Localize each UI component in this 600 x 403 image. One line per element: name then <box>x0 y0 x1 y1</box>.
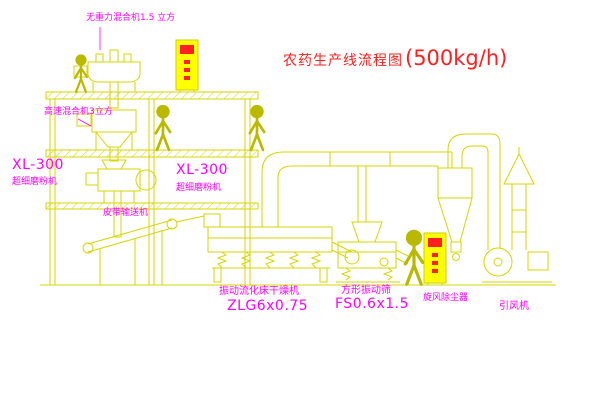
label-screen-name: 方形振动筛 <box>341 285 391 296</box>
label-high-speed-mixer: 高速混合机3立方 <box>44 107 113 117</box>
exhaust-stack <box>503 147 535 250</box>
diagram-title-text: 农药生产线流程图 <box>283 53 403 69</box>
exhaust-duct <box>261 151 453 227</box>
diagram-title: 农药生产线流程图 (500kg/h) <box>283 46 507 70</box>
high-speed-mixer <box>76 109 137 162</box>
induced-draft-fan <box>482 247 552 283</box>
label-mill-center-name: 超细磨粉机 <box>176 183 222 193</box>
worker-figure-2 <box>154 104 172 152</box>
cyclone-separator <box>437 133 501 261</box>
diagram-title-capacity: (500kg/h) <box>405 46 508 70</box>
label-dryer-name: 振动流化床干燥机 <box>219 286 299 297</box>
label-mill-left-name: 超细磨粉机 <box>12 177 58 187</box>
label-leader-lines <box>77 27 101 127</box>
label-mill-center-model: XL-300 <box>176 162 228 178</box>
platform-structure <box>45 91 259 285</box>
label-gravity-mixer: 无重力混合机1.5 立方 <box>86 13 176 23</box>
label-dryer-model: ZLG6x0.75 <box>227 298 309 314</box>
label-belt-conveyor: 皮带输送机 <box>103 208 149 218</box>
worker-figure-3 <box>248 104 266 152</box>
belt-conveyor <box>82 215 205 285</box>
control-cabinet-1 <box>175 39 199 92</box>
label-mill-left-model: XL-300 <box>12 157 64 173</box>
square-vibrating-screen <box>336 221 409 283</box>
worker-figure-4 <box>403 229 425 286</box>
pulverizer-mill <box>85 159 157 238</box>
worker-figure-1 <box>73 54 89 94</box>
label-cyclone: 旋风除尘器 <box>423 293 469 303</box>
label-screen-model: FS0.6x1.5 <box>335 296 410 312</box>
label-induced-draft-fan: 引风机 <box>499 301 529 312</box>
control-cabinet-2 <box>423 232 447 285</box>
